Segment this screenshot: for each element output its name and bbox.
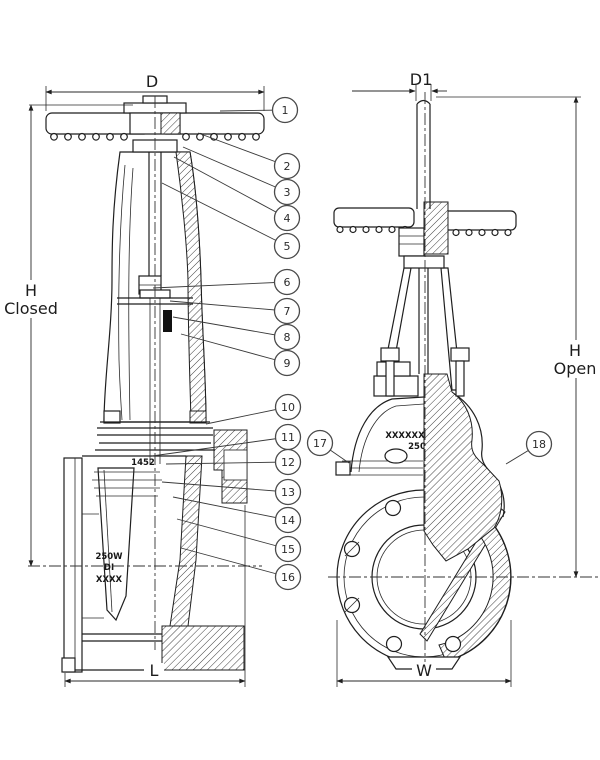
body-bottom-section: [161, 625, 245, 671]
callout-18-number: 18: [532, 438, 546, 451]
callout-4: 4: [173, 156, 301, 232]
bolt-hole: [444, 635, 462, 653]
dimension-h-open: H Open: [436, 96, 600, 578]
callout-13: 13: [161, 478, 302, 506]
callout-11-number: 11: [281, 431, 295, 444]
callout-7: 7: [169, 297, 301, 325]
dim-label-h-open-1: H: [569, 341, 581, 360]
right-view-stem: [416, 99, 431, 209]
left-view-body: 1452 250W DI XXXX: [61, 429, 248, 673]
dim-label-l: L: [150, 661, 159, 680]
callout-10: 10: [205, 393, 302, 425]
callout-6-number: 6: [284, 276, 291, 289]
body-wall-section: [169, 455, 203, 627]
callout-1: 1: [219, 96, 299, 124]
callout-9-number: 9: [284, 357, 291, 370]
callout-1-number: 1: [282, 104, 289, 117]
callout-6: 6: [152, 268, 301, 296]
bonnet-bolt-right: [189, 410, 207, 424]
bonnet-bolt-left: [103, 410, 121, 424]
callout-3-number: 3: [284, 186, 291, 199]
right-view-yoke: [373, 256, 470, 397]
dim-label-h-closed-1: H: [25, 281, 37, 300]
gate-section-open: [423, 373, 503, 562]
callout-2-number: 2: [284, 160, 291, 173]
gland-bolt-left: [380, 347, 400, 362]
dim-label-w: W: [416, 661, 432, 680]
bolt-hole: [384, 499, 402, 517]
callout-2: 2: [197, 132, 301, 180]
stamp-standard: 1452: [131, 458, 155, 468]
dim-label-d1: D1: [410, 70, 433, 89]
body-boss: [384, 448, 408, 464]
end-flange: [63, 457, 83, 673]
stamp-material: DI: [104, 563, 114, 573]
gate-wedge: [97, 467, 135, 622]
callout-16-number: 16: [281, 571, 295, 584]
packing: [163, 310, 172, 332]
callout-11: 11: [151, 423, 302, 457]
dimension-d1: D1: [352, 70, 447, 101]
right-view-body: XXXXXX 250: [335, 373, 512, 670]
callout-17-number: 17: [313, 437, 327, 450]
right-view-open-section: XXXXXX 250: [328, 92, 598, 672]
callout-15: 15: [176, 518, 302, 563]
handwheel-edge-left: [333, 207, 415, 228]
bolt-hole: [385, 635, 403, 653]
stamp-body-right-2: 250: [408, 442, 426, 452]
callout-4-number: 4: [284, 212, 291, 225]
callout-9: 9: [180, 333, 301, 377]
callout-16: 16: [180, 547, 302, 591]
callout-8: 8: [172, 316, 301, 351]
callout-5-number: 5: [284, 240, 291, 253]
callout-8-number: 8: [284, 331, 291, 344]
stamp-code: XXXX: [96, 575, 123, 585]
callout-3: 3: [182, 146, 301, 206]
dim-label-h-closed-2: Closed: [4, 299, 58, 318]
callout-7-number: 7: [284, 305, 291, 318]
dimensions: D H Closed L D1: [4, 70, 600, 687]
callout-12: 12: [165, 448, 302, 476]
callout-18: 18: [505, 430, 553, 465]
callout-14-number: 14: [281, 514, 295, 527]
stamp-size: 250W: [95, 552, 123, 562]
callouts: 1 2 3 4 5 6 7 8 9 10 11 12 13 14 15 16 1…: [151, 96, 553, 591]
callout-13-number: 13: [281, 486, 295, 499]
hub-section: [423, 201, 449, 255]
dim-label-d: D: [146, 72, 158, 91]
stamp-body-right: XXXXXX: [385, 431, 425, 441]
left-view-closed-section: 1452 250W DI XXXX: [28, 95, 265, 673]
dim-label-h-open-2: Open: [554, 359, 597, 378]
right-view-handwheel: [333, 201, 517, 269]
callout-10-number: 10: [281, 401, 295, 414]
callout-15-number: 15: [281, 543, 295, 556]
dimension-h-closed: H Closed: [4, 104, 133, 567]
dimension-l: L: [64, 505, 246, 687]
callout-12-number: 12: [281, 456, 295, 469]
dimension-d: D: [45, 72, 265, 111]
gland-bolt-right: [450, 347, 470, 362]
callout-5: 5: [161, 182, 301, 260]
callout-14: 14: [172, 496, 302, 534]
gland-housing: [398, 227, 425, 257]
dimension-w: W: [336, 620, 512, 687]
stem-top: [416, 99, 431, 105]
callout-17: 17: [306, 429, 350, 464]
